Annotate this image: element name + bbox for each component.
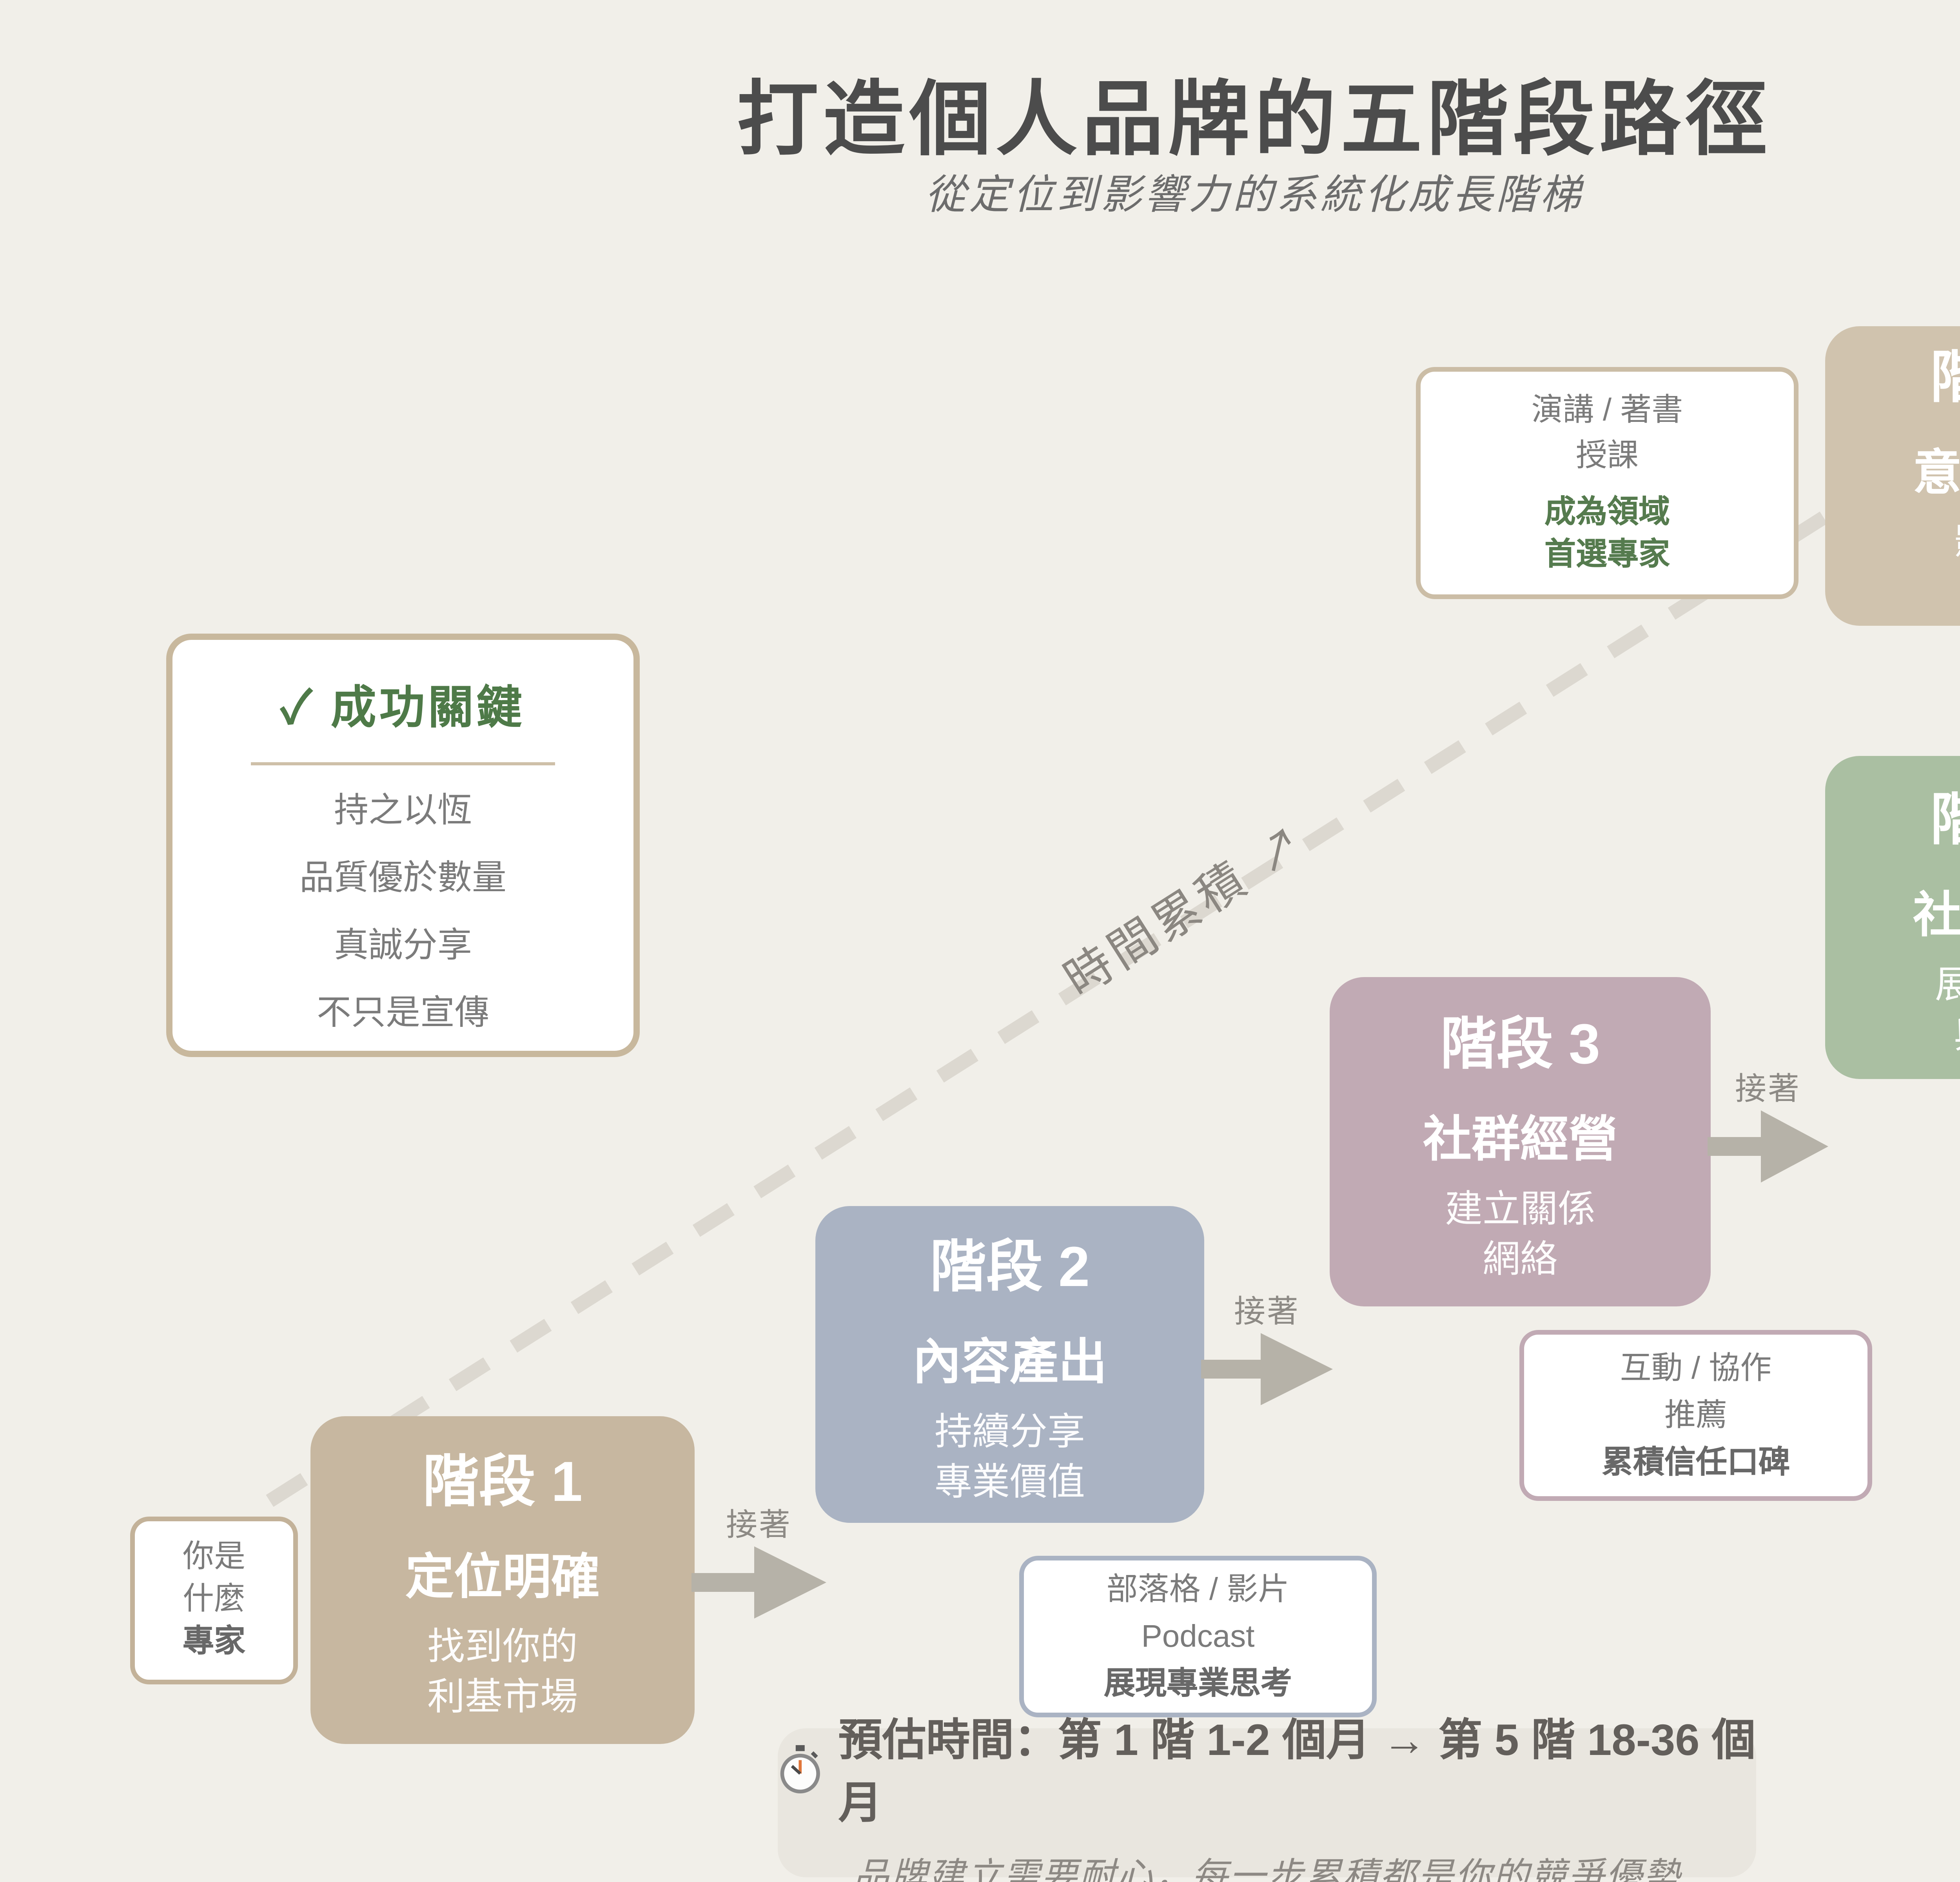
- stage-4-title: 階段 4: [1930, 774, 1960, 856]
- success-keys-box: ✓ 成功關鍵 持之以恆 品質優於數量 真誠分享 不只是宣傳: [166, 634, 640, 1057]
- note-line-bold: 專家: [183, 1625, 245, 1659]
- stage-1-desc-line-1: 找到你的: [427, 1627, 578, 1669]
- note-line: 什麼: [183, 1582, 245, 1617]
- stage-5-desc-line-2: 建立: [1954, 569, 1960, 619]
- next-label: 接著: [1234, 1295, 1300, 1330]
- stage-5-box: 階段 5 意見領袖 影響力 建立: [1825, 326, 1960, 626]
- stage-2-desc: 持續分享 專業價值: [935, 1408, 1085, 1507]
- success-keys-title: 成功關鍵: [330, 684, 525, 734]
- success-item: 品質優於數量: [299, 858, 506, 897]
- stage-5-title: 階段 5: [1930, 333, 1960, 414]
- note-stage-3: 互動 / 協作 推薦 累積信任口碑: [1519, 1330, 1872, 1501]
- stage-3-box: 階段 3 社群經營 建立關係 網絡: [1330, 977, 1711, 1306]
- connector-stage3-stage4: 接著: [1708, 1063, 1828, 1183]
- stage-5-desc-line-1: 影響力: [1954, 520, 1960, 569]
- divider: [250, 762, 555, 765]
- stage-3-name: 社群經營: [1423, 1112, 1617, 1167]
- stage-2-desc-line-1: 持續分享: [935, 1411, 1085, 1454]
- next-label: 接著: [726, 1509, 792, 1543]
- stage-4-box: 階段 4 社會證明 展示成果 與案例: [1825, 756, 1960, 1079]
- note-line: Podcast: [1141, 1619, 1255, 1654]
- note-line: 你是: [183, 1540, 245, 1575]
- right-arrow-icon: [691, 1546, 826, 1619]
- stage-1-box: 階段 1 定位明確 找到你的 利基市場: [310, 1416, 695, 1744]
- stage-1-desc: 找到你的 利基市場: [427, 1624, 578, 1723]
- note-line: 演講 / 著書: [1531, 394, 1683, 428]
- footer-timeline-row: 預估時間：第 1 階 1-2 個月 → 第 5 階 18-36 個月: [778, 1706, 1756, 1832]
- success-item: 真誠分享: [334, 925, 472, 965]
- note-line: 部落格 / 影片: [1106, 1572, 1290, 1607]
- page-subtitle: 從定位到影響力的系統化成長階梯: [925, 171, 1584, 218]
- page-title: 打造個人品牌的五階段路徑: [737, 75, 1772, 166]
- stage-1-title: 階段 1: [422, 1450, 583, 1514]
- note-highlight-line-2: 首選專家: [1544, 538, 1670, 572]
- stopwatch-icon: [780, 1745, 820, 1794]
- stage-4-desc-line-2: 與案例: [1935, 1011, 1960, 1061]
- stage-3-title: 階段 3: [1440, 1011, 1601, 1076]
- check-icon: ✓: [281, 684, 315, 734]
- next-label: 接著: [1735, 1073, 1801, 1107]
- right-arrow-icon: [1708, 1110, 1828, 1183]
- footer-banner: 預估時間：第 1 階 1-2 個月 → 第 5 階 18-36 個月 品牌建立需…: [778, 1716, 1756, 1882]
- stage-2-title: 階段 2: [929, 1234, 1090, 1299]
- stage-4-desc: 展示成果 與案例: [1935, 961, 1960, 1060]
- stage-2-box: 階段 2 內容產出 持續分享 專業價值: [815, 1206, 1204, 1523]
- stage-5-name: 意見領袖: [1913, 446, 1960, 501]
- footer-note: 品牌建立需要耐心，每一步累積都是你的競爭優勢: [853, 1855, 1681, 1882]
- footer-timeline: 預估時間：第 1 階 1-2 個月 → 第 5 階 18-36 個月: [838, 1716, 1756, 1827]
- success-item: 不只是宣傳: [316, 993, 489, 1032]
- note-line: 授課: [1576, 439, 1639, 474]
- note-line: 推薦: [1664, 1398, 1727, 1433]
- right-arrow-icon: [1201, 1333, 1333, 1405]
- success-item: 持之以恆: [334, 790, 472, 830]
- note-line-bold: 累積信任口碑: [1602, 1445, 1790, 1480]
- stage-2-desc-line-2: 專業價值: [935, 1461, 1085, 1503]
- stage-3-desc-line-1: 建立關係: [1445, 1188, 1595, 1231]
- note-line-bold: 展現專業思考: [1104, 1666, 1292, 1701]
- note-stage-5: 演講 / 著書 授課 成為領域 首選專家: [1416, 367, 1798, 599]
- note-stage-1: 你是 什麼 專家: [130, 1517, 298, 1684]
- note-highlight-line-1: 成為領域: [1544, 496, 1670, 530]
- connector-stage1-stage2: 接著: [691, 1499, 826, 1619]
- stage-4-desc-line-1: 展示成果: [1935, 961, 1960, 1011]
- stage-2-name: 內容產出: [913, 1334, 1107, 1390]
- stage-3-desc-line-2: 網絡: [1483, 1238, 1558, 1281]
- stage-5-desc: 影響力 建立: [1954, 520, 1960, 619]
- stage-1-desc-line-2: 利基市場: [427, 1677, 578, 1719]
- stage-4-name: 社會證明: [1913, 887, 1960, 943]
- connector-stage2-stage3: 接著: [1201, 1286, 1333, 1405]
- stage-3-desc: 建立關係 網絡: [1445, 1185, 1595, 1284]
- note-highlight: 成為領域 首選專家: [1544, 492, 1670, 577]
- stage-1-name: 定位明確: [405, 1550, 600, 1605]
- note-stage-2: 部落格 / 影片 Podcast 展現專業思考: [1019, 1556, 1377, 1717]
- note-line: 互動 / 協作: [1620, 1351, 1772, 1386]
- success-keys-header: ✓ 成功關鍵: [172, 671, 633, 737]
